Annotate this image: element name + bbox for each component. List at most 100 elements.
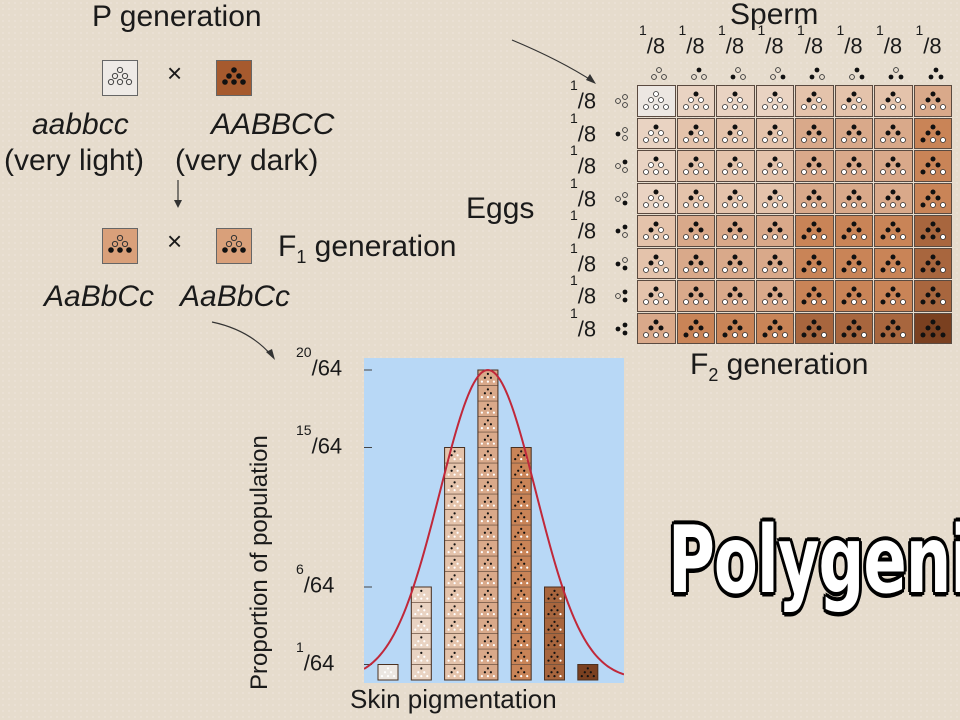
bar-dot — [486, 481, 489, 484]
bar-dot — [523, 671, 526, 674]
bar-dot — [520, 496, 523, 499]
allele-dots-icon — [643, 286, 669, 305]
bar-dot — [453, 644, 456, 647]
f2-title-rest: generation — [718, 348, 869, 381]
very-light-genotype-box — [102, 60, 138, 96]
bar-dot — [483, 640, 486, 643]
punnett-cell — [795, 215, 834, 247]
bar-dot — [456, 469, 459, 472]
bar-dot — [514, 597, 517, 600]
gamete-fraction: 1/8 — [570, 174, 597, 211]
bar-dot — [526, 628, 529, 631]
polygenic-headline: Polygenic — [668, 508, 960, 616]
bar-unit — [444, 478, 465, 495]
bar-dot — [459, 582, 462, 585]
bar-dot — [420, 597, 423, 600]
bar-dot — [520, 620, 523, 623]
punnett-cell — [637, 215, 676, 247]
bar-dot — [486, 574, 489, 577]
bar-dot — [414, 659, 417, 662]
punnett-cell — [637, 312, 676, 344]
bar-dot — [520, 628, 523, 631]
allele-dots-icon — [880, 156, 906, 175]
bar-dot — [514, 504, 517, 507]
allele-dots-icon — [880, 124, 906, 143]
bar-dot — [547, 597, 550, 600]
bar-dot — [520, 535, 523, 538]
bar-dot — [480, 597, 483, 600]
punnett-cell — [755, 215, 794, 247]
bar-unit — [544, 633, 565, 650]
bar-dot — [483, 516, 486, 519]
bar-dot — [523, 531, 526, 534]
bar-dot — [450, 609, 453, 612]
bar-dot — [483, 624, 486, 627]
bar-dot — [517, 624, 520, 627]
bar-dot — [486, 380, 489, 383]
punnett-cell — [795, 182, 834, 214]
allele-dots-icon — [761, 156, 788, 175]
bar-unit — [510, 493, 532, 510]
bar-dot — [589, 671, 592, 674]
bar-dot — [459, 473, 462, 476]
bar-unit — [477, 385, 499, 402]
bar-dot — [523, 640, 526, 643]
bar-dot — [492, 566, 495, 569]
bar-dot — [523, 609, 526, 612]
down-arrow-icon — [174, 180, 182, 208]
bar-dot — [486, 636, 489, 639]
gamete-fraction: 1/8 — [570, 77, 597, 114]
bar-unit — [544, 617, 565, 634]
bar-dot — [447, 489, 450, 492]
allele-dots-icon — [722, 319, 748, 338]
bar-dot — [420, 651, 423, 654]
bar-dot — [459, 613, 462, 616]
bar-unit — [477, 400, 499, 417]
bar-dot — [526, 675, 529, 678]
y-tick-label: 20/64 — [296, 344, 343, 381]
gamete-fraction: 1/8 — [570, 109, 597, 146]
bar-dot — [414, 613, 417, 616]
punnett-cell — [913, 280, 952, 312]
bar-dot — [520, 582, 523, 585]
allele-dots-icon — [920, 286, 946, 305]
bar-dot — [486, 605, 489, 608]
bar-dot — [526, 504, 529, 507]
bar-dot — [447, 566, 450, 569]
bar-dot — [559, 597, 562, 600]
punnett-cell — [637, 182, 676, 214]
bar-dot — [517, 516, 520, 519]
bar-dot — [492, 396, 495, 399]
bar-dot — [486, 396, 489, 399]
punnett-cell — [834, 280, 873, 312]
bar-dot — [550, 655, 553, 658]
bar-dot — [523, 655, 526, 658]
bar-dot — [520, 504, 523, 507]
allele-dots-icon — [722, 189, 748, 208]
punnett-cell — [676, 182, 715, 214]
bar-dot — [480, 659, 483, 662]
bar-dot — [486, 512, 489, 515]
bar-dot — [453, 651, 456, 654]
punnett-cell — [676, 280, 715, 312]
bar-dot — [486, 434, 489, 437]
very-dark-genotype-box — [216, 60, 252, 96]
bar-dot — [459, 489, 462, 492]
bar-dot — [520, 489, 523, 492]
punnett-cell — [874, 182, 913, 214]
bar-dot — [526, 644, 529, 647]
bar-dot — [480, 628, 483, 631]
allele-dots-icon — [222, 234, 246, 253]
punnett-cell — [795, 247, 834, 279]
punnett-cell — [755, 85, 794, 117]
bar-dot — [520, 644, 523, 647]
punnett-cell — [874, 247, 913, 279]
allele-dots-icon — [840, 124, 867, 143]
allele-dots-icon — [920, 156, 946, 175]
punnett-cell — [913, 312, 952, 344]
bar-dot — [586, 675, 589, 678]
bar-dot — [423, 671, 426, 674]
bar-dot — [453, 496, 456, 499]
bar-dot — [556, 671, 559, 674]
